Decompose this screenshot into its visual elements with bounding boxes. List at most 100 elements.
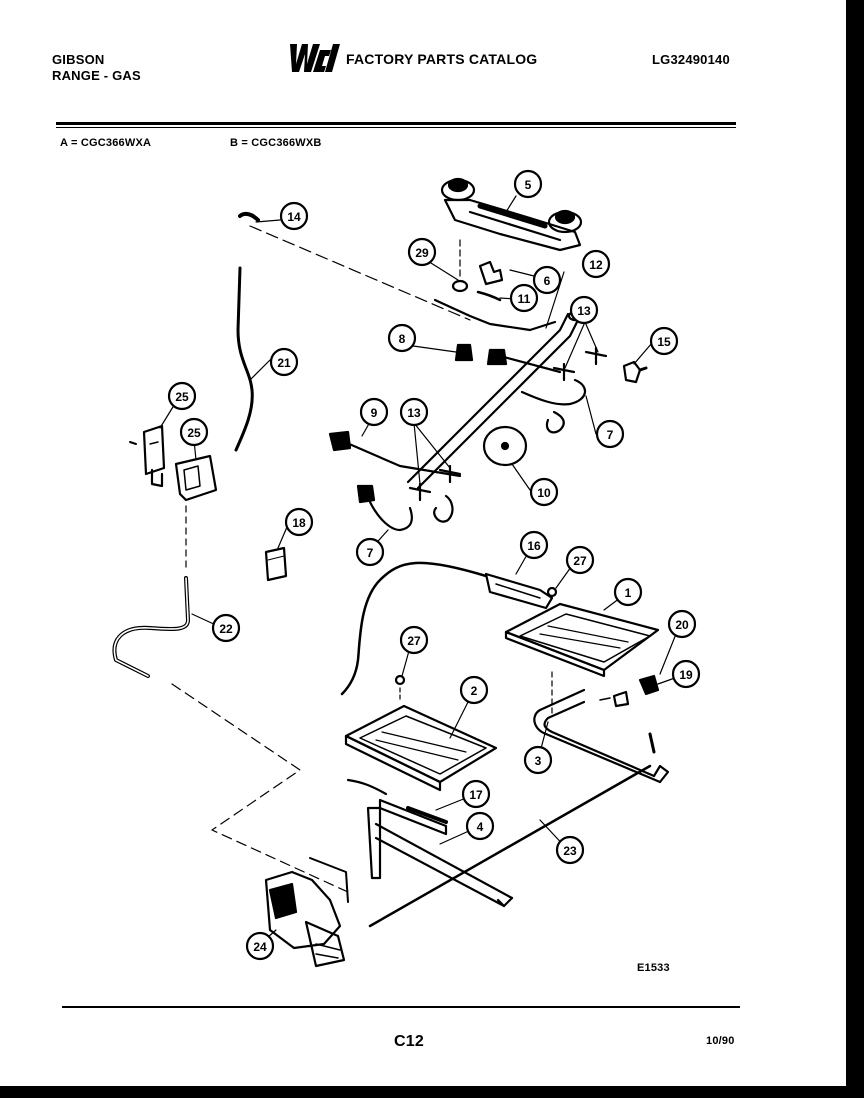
callout-number: 27 [573, 554, 587, 568]
tube-22 [112, 576, 190, 678]
callout-number: 17 [469, 788, 483, 802]
callout-number: 11 [518, 292, 531, 306]
orifice-13-right [552, 346, 608, 382]
callout-number: 25 [175, 390, 189, 404]
callout-7: 7 [355, 537, 385, 567]
callout-9: 9 [359, 397, 389, 427]
leader-14 [249, 225, 471, 321]
callout-number: 23 [563, 844, 577, 858]
callout-number: 29 [415, 246, 429, 260]
callout-15: 15 [649, 326, 679, 356]
callout-10: 10 [529, 477, 559, 507]
callout-5: 5 [513, 169, 543, 199]
callout-20: 20 [667, 609, 697, 639]
fitting-19-20 [599, 674, 660, 708]
callout-24: 24 [245, 931, 275, 961]
callout-13: 13 [569, 295, 599, 325]
callout-number: 25 [187, 426, 201, 440]
burner-2 [344, 704, 498, 792]
callout-number: 13 [577, 304, 591, 318]
brand-block: GIBSON RANGE - GAS [52, 52, 141, 84]
callout-29: 29 [407, 237, 437, 267]
callout-number: 12 [589, 258, 603, 272]
date-code: 10/90 [706, 1035, 735, 1047]
callout-7: 7 [595, 419, 625, 449]
callout-17: 17 [461, 779, 491, 809]
callout-number: 19 [679, 668, 693, 682]
callout-23: 23 [555, 835, 585, 865]
callout-11: 11 [509, 283, 539, 313]
rod-23 [368, 764, 652, 928]
valve-8 [454, 343, 562, 374]
catalog-title: FACTORY PARTS CATALOG [346, 51, 538, 67]
callout-number: 4 [477, 820, 484, 834]
exploded-parts-diagram: 1234567789101112131314151617181920212223… [112, 169, 701, 968]
bracket-25 [129, 424, 218, 502]
part-21-rod [234, 266, 254, 452]
callout-8: 8 [387, 323, 417, 353]
callout-4: 4 [465, 811, 495, 841]
callout-number: 16 [527, 539, 541, 553]
callout-number: 20 [675, 618, 689, 632]
callout-3: 3 [523, 745, 553, 775]
brand-name: GIBSON [52, 52, 105, 67]
callout-21: 21 [269, 347, 299, 377]
footer-rule [62, 1006, 740, 1008]
parts-catalog-page: GIBSON RANGE - GAS FACTORY PARTS CATALOG… [0, 0, 846, 1086]
grommet-29 [451, 279, 469, 293]
callout-number: 24 [253, 940, 267, 954]
callout-number: 10 [537, 486, 551, 500]
callout-12: 12 [581, 249, 611, 279]
wire-7-coil [545, 410, 565, 434]
callout-group: 1234567789101112131314151617181920212223… [167, 169, 701, 961]
callout-19: 19 [671, 659, 701, 689]
disc-10 [482, 425, 528, 467]
callout-22: 22 [211, 613, 241, 643]
header-rule-thin [56, 127, 736, 128]
model-legend: A = CGC366WXA B = CGC366WXB [60, 137, 321, 149]
header-rule [56, 122, 736, 125]
callout-number: 6 [544, 274, 551, 288]
callout-number: 8 [399, 332, 406, 346]
regulator-24 [264, 857, 349, 968]
callout-number: 7 [367, 546, 374, 560]
model-b-label: B = CGC366WXB [230, 137, 322, 149]
callout-number: 7 [607, 428, 614, 442]
screw-27-a [546, 586, 558, 598]
burner-tube-4 [366, 806, 514, 908]
callout-number: 18 [292, 516, 306, 530]
callout-number: 22 [219, 622, 233, 636]
wci-logo [290, 44, 340, 72]
callout-number: 14 [287, 210, 301, 224]
orifice-13-left [408, 464, 462, 502]
leader-24 [171, 683, 349, 893]
callout-number: 13 [407, 406, 421, 420]
model-a-label: A = CGC366WXA [60, 137, 152, 149]
diagram-code: E1533 [637, 962, 670, 974]
callout-number: 1 [625, 586, 632, 600]
burner-valve-assembly [440, 177, 583, 252]
callout-1: 1 [613, 577, 643, 607]
burner-1 [504, 602, 660, 678]
callout-25: 25 [167, 381, 197, 411]
callout-16: 16 [519, 530, 549, 560]
igniter-14 [238, 211, 260, 222]
page-code: C12 [394, 1033, 424, 1050]
callout-25: 25 [179, 417, 209, 447]
part-18 [264, 546, 288, 582]
wire-7-left [356, 484, 454, 532]
burner-tube-3 [533, 688, 670, 784]
thermostat-16 [340, 561, 554, 696]
callout-number: 15 [657, 335, 671, 349]
callout-6: 6 [532, 265, 562, 295]
callout-number: 3 [535, 754, 542, 768]
callout-number: 27 [407, 634, 421, 648]
callout-14: 14 [279, 201, 309, 231]
product-type: RANGE - GAS [52, 68, 141, 83]
bracket-6 [478, 260, 504, 286]
callout-18: 18 [284, 507, 314, 537]
wire-7-right [520, 378, 586, 406]
callout-2: 2 [459, 675, 489, 705]
callout-number: 5 [525, 178, 532, 192]
callout-13: 13 [399, 397, 429, 427]
